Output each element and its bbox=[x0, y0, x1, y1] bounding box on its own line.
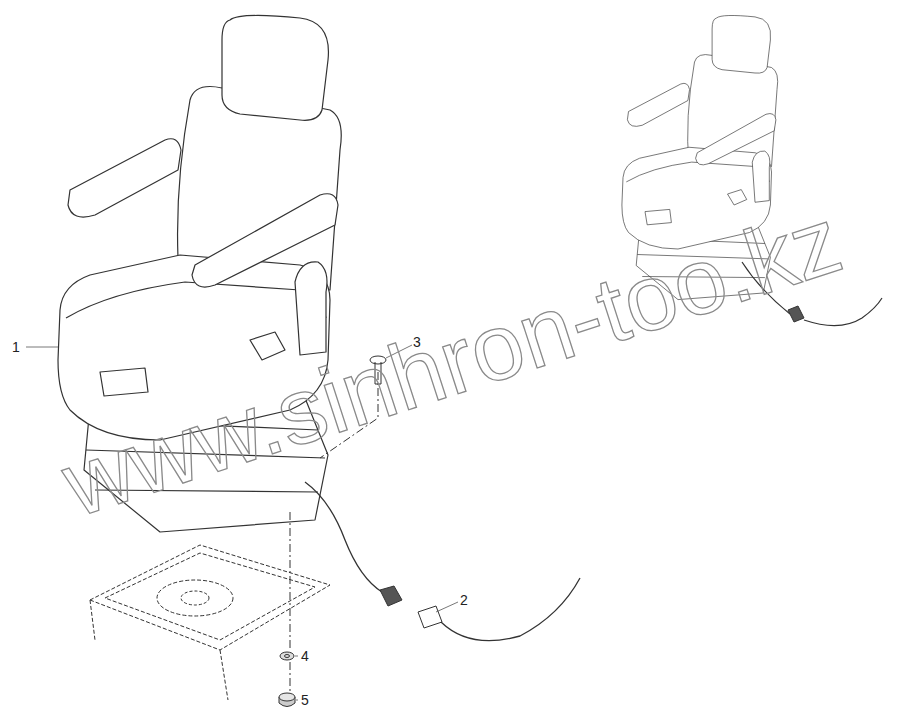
watermark: www.sinhron-too.kz bbox=[52, 192, 851, 531]
seat-small bbox=[622, 15, 778, 299]
leader-lines bbox=[26, 345, 458, 700]
callout-number: 3 bbox=[413, 335, 421, 349]
callout-number: 5 bbox=[301, 693, 309, 707]
callout-number: 1 bbox=[12, 340, 20, 354]
seat-parts bbox=[90, 262, 882, 707]
seat-large bbox=[58, 15, 341, 532]
callout-number: 4 bbox=[301, 649, 309, 663]
callout-number: 2 bbox=[460, 593, 468, 607]
